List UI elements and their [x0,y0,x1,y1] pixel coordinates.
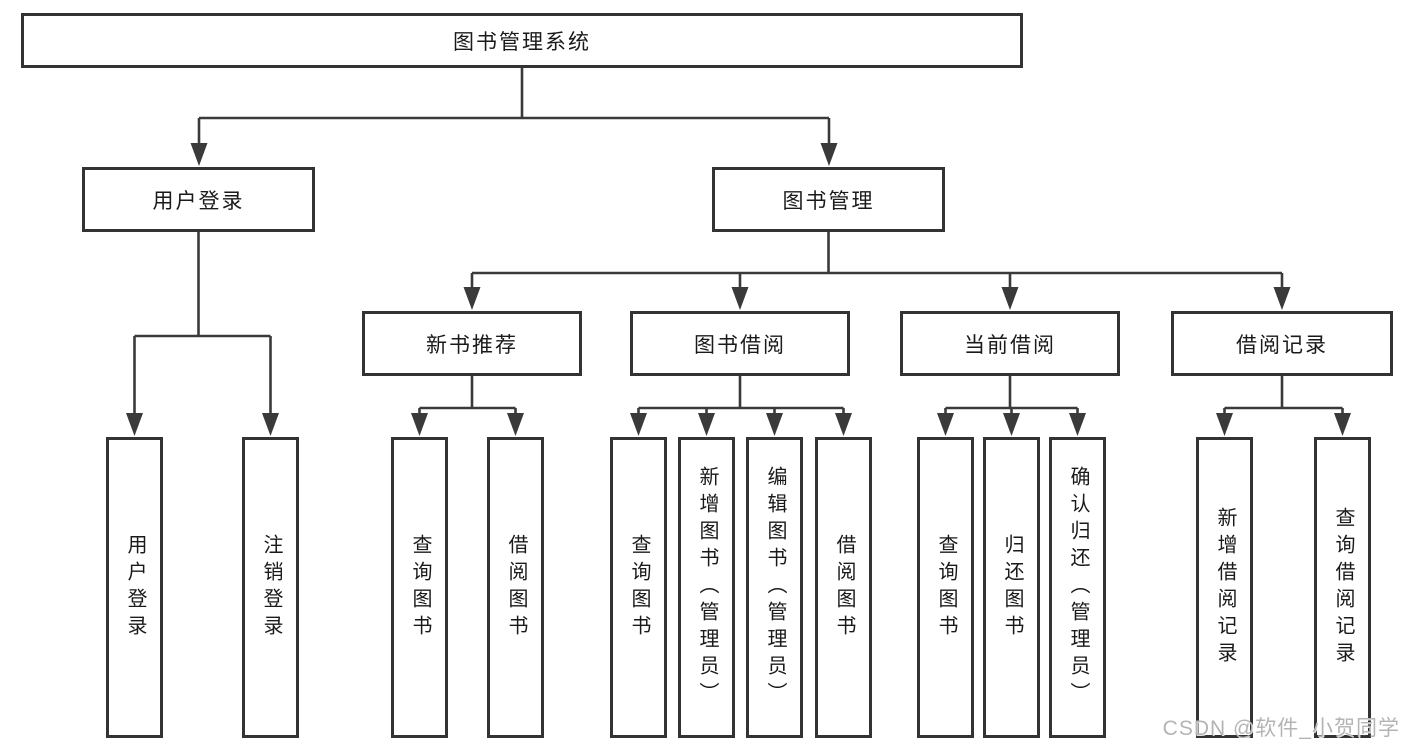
leaf-nbr-query-books: 查询图书 [391,437,448,738]
node-root: 图书管理系统 [21,13,1023,68]
csdn-watermark: CSDN @软件_小贺同学 [1162,717,1400,740]
leaf-logout: 注销登录 [242,437,299,738]
leaf-bb-add-books-admin: 新增图书（管理员） [678,437,735,738]
node-borrow-records: 借阅记录 [1171,311,1393,376]
leaf-bb-edit-books-admin: 编辑图书（管理员） [746,437,803,738]
leaf-bb-query-books: 查询图书 [610,437,667,738]
leaf-cb-return-books: 归还图书 [983,437,1040,738]
leaf-bb-borrow-books: 借阅图书 [815,437,872,738]
leaf-user-login: 用户登录 [106,437,163,738]
leaf-nbr-borrow-books: 借阅图书 [487,437,544,738]
node-user-login: 用户登录 [82,167,315,232]
node-new-book-recommend: 新书推荐 [362,311,582,376]
leaf-br-query-record: 查询借阅记录 [1314,437,1371,738]
node-current-borrow: 当前借阅 [900,311,1120,376]
leaf-cb-confirm-return-admin: 确认归还（管理员） [1049,437,1106,738]
leaf-br-add-record: 新增借阅记录 [1196,437,1253,738]
leaf-cb-query-books: 查询图书 [917,437,974,738]
node-book-management: 图书管理 [712,167,945,232]
node-book-borrow: 图书借阅 [630,311,850,376]
